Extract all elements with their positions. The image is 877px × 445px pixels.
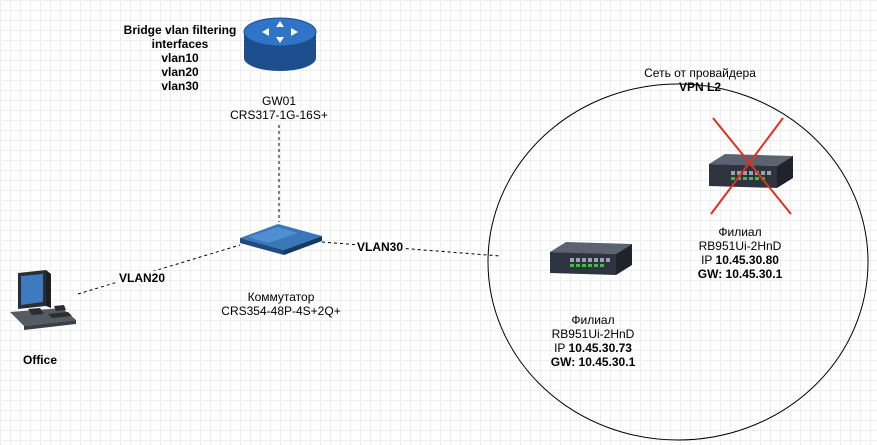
branch-active-label: Филиал RB951Ui-2HnD IP 10.45.30.73 GW: 1… (538, 313, 648, 369)
disabled-cross-icon (710, 117, 792, 215)
branch-active-router-icon[interactable] (548, 240, 634, 280)
gateway-note-line: Bridge vlan filtering (123, 23, 237, 37)
ip-value: 10.45.30.73 (568, 341, 632, 355)
gateway-router-icon[interactable] (242, 12, 318, 72)
provider-title-block: Сеть от провайдера VPN L2 (620, 66, 780, 94)
link-switch-branch (321, 241, 501, 257)
branch-active-gw: GW: 10.45.30.1 (550, 355, 636, 369)
branch-disabled-label: Филиал RB951Ui-2HnD IP 10.45.30.80 GW: 1… (685, 225, 795, 281)
branch-disabled-gw: GW: 10.45.30.1 (697, 267, 783, 281)
ip-prefix: IP (701, 253, 713, 267)
core-switch-icon[interactable] (238, 222, 324, 256)
office-computer-icon[interactable] (4, 268, 80, 338)
branch-disabled-name: Филиал (718, 225, 762, 239)
provider-network-ellipse (487, 83, 869, 441)
gateway-note-line: vlan10 (161, 51, 199, 65)
branch-disabled-ip: IP 10.45.30.80 (685, 253, 795, 267)
gateway-name: GW01 (261, 94, 296, 108)
gateway-model: CRS317-1G-16S+ (230, 108, 328, 122)
branch-disabled-model: RB951Ui-2HnD (698, 239, 782, 253)
ip-value: 10.45.30.80 (715, 253, 779, 267)
core-switch-name: Коммутатор (247, 290, 315, 304)
core-switch-model: CRS354-48P-4S+2Q+ (221, 304, 341, 318)
ip-prefix: IP (554, 341, 566, 355)
link-label-vlan30: VLAN30 (356, 240, 405, 254)
core-switch-label: Коммутатор CRS354-48P-4S+2Q+ (206, 290, 356, 318)
gateway-notes: Bridge vlan filtering interfaces vlan10 … (115, 23, 245, 93)
link-office-switch (77, 244, 241, 295)
gateway-note-line: vlan20 (161, 65, 199, 79)
gateway-label: GW01 CRS317-1G-16S+ (219, 94, 339, 122)
provider-title: Сеть от провайдера (644, 66, 756, 80)
gateway-note-line: vlan30 (161, 79, 199, 93)
link-label-vlan20: VLAN20 (118, 271, 167, 285)
office-label: Office (22, 353, 57, 367)
branch-active-name: Филиал (571, 313, 615, 327)
provider-subtitle: VPN L2 (678, 80, 721, 94)
branch-active-ip: IP 10.45.30.73 (538, 341, 648, 355)
gateway-note-line: interfaces (151, 37, 209, 51)
branch-active-model: RB951Ui-2HnD (551, 327, 635, 341)
